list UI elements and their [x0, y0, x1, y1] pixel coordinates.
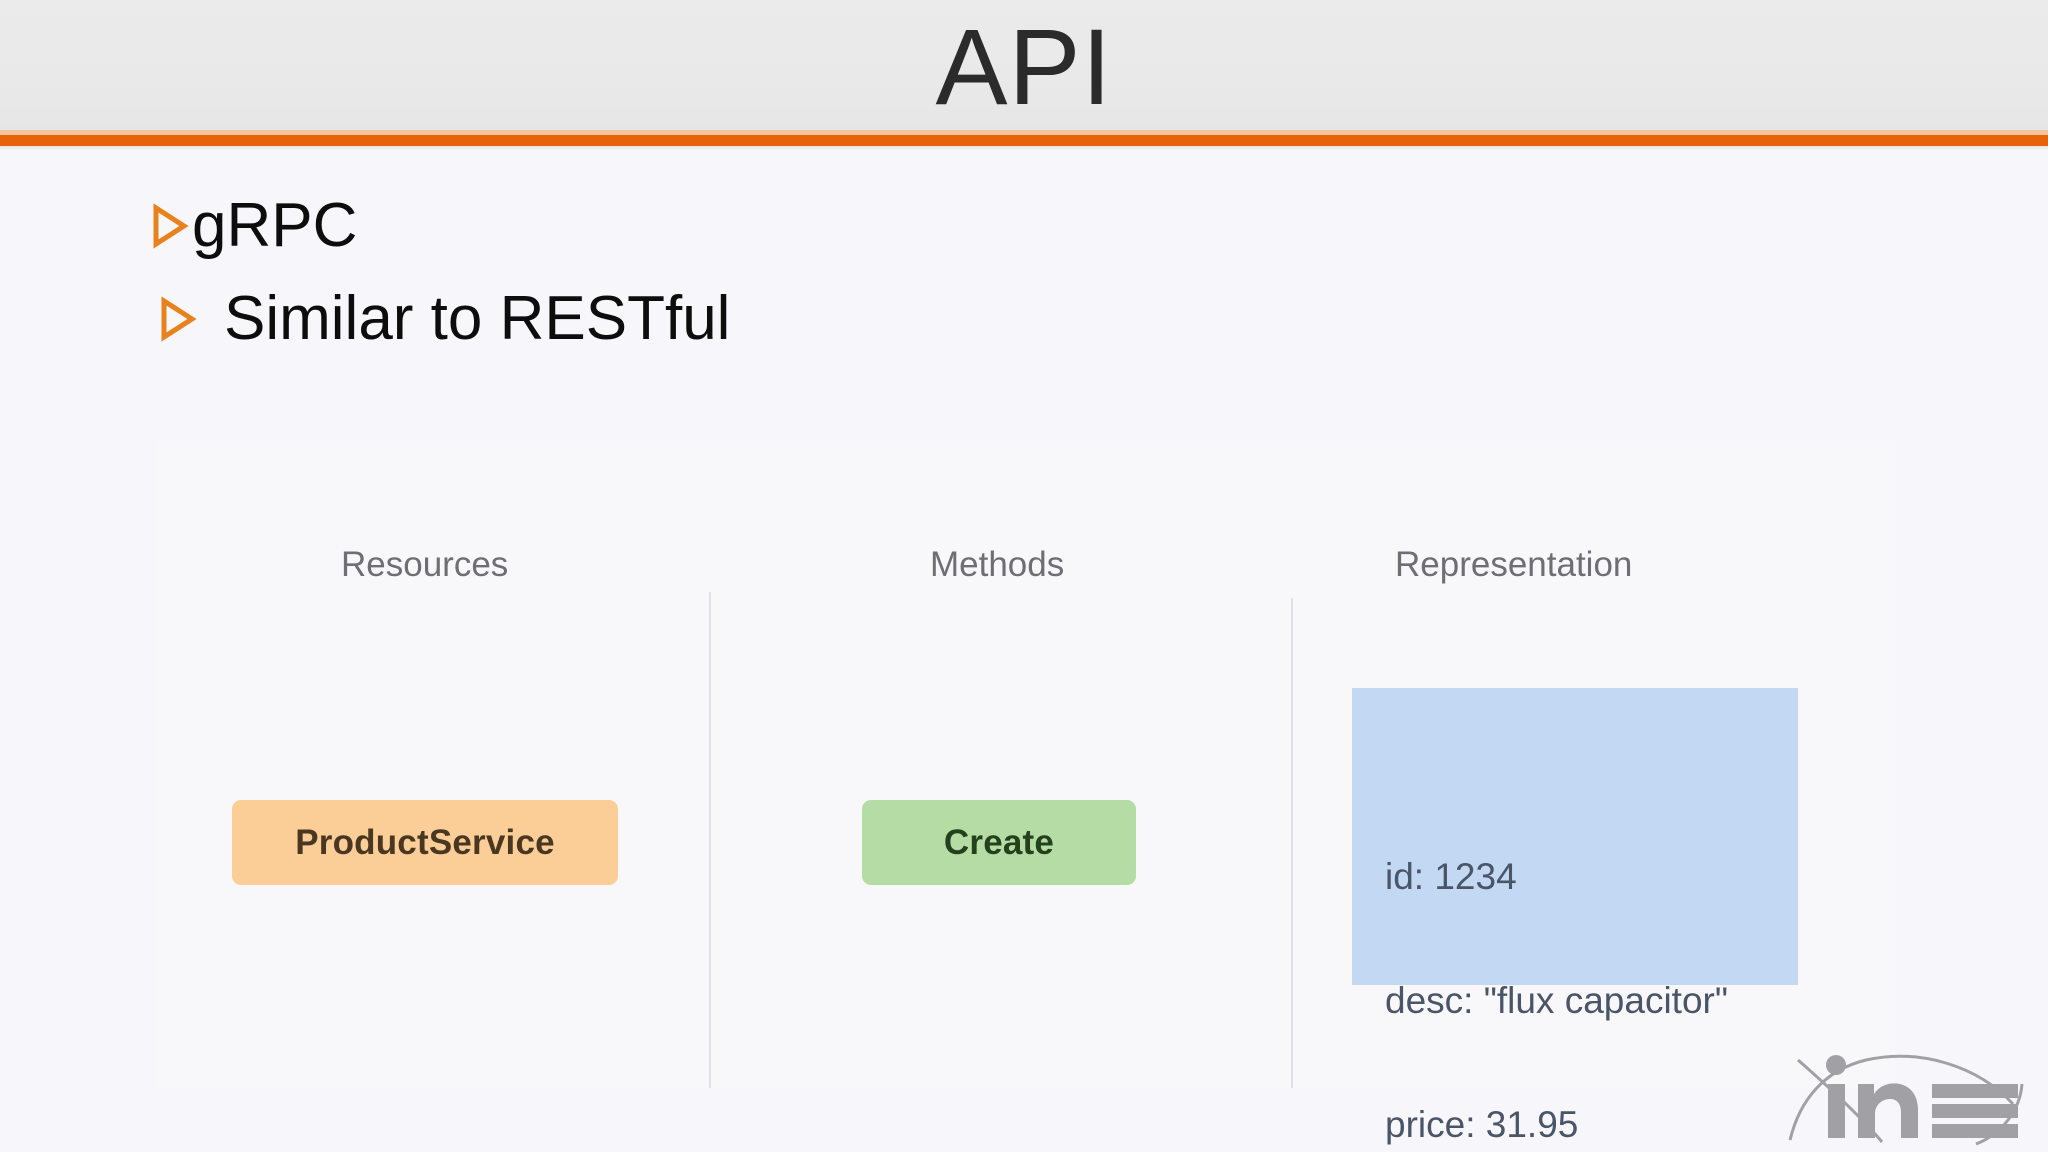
representation-box: id: 1234 desc: "flux capacitor" price: 3…: [1352, 688, 1798, 1144]
representation-line-desc: desc: "flux capacitor": [1385, 979, 1728, 1021]
representation-line-price: price: 31.95: [1385, 1103, 1579, 1145]
diagram-column-divider: [1291, 598, 1293, 1088]
bullet-list: gRPC Similar to RESTful: [150, 190, 1750, 354]
triangle-right-outline-icon: [150, 202, 190, 249]
list-item: gRPC: [150, 190, 1750, 261]
list-item-label: Similar to RESTful: [224, 284, 731, 353]
diagram-column-header-methods: Methods: [930, 545, 1065, 584]
list-item-label: gRPC: [192, 191, 358, 260]
title-rule-shadow: [0, 146, 2048, 150]
representation-body: id: 1234 desc: "flux capacitor" price: 3…: [1385, 777, 1728, 1152]
diagram-column-header-representation: Representation: [1395, 545, 1633, 584]
representation-line-id: id: 1234: [1385, 855, 1517, 897]
title-rule-highlight: [0, 130, 2048, 135]
ine-logo: [1770, 1044, 2040, 1148]
list-item: Similar to RESTful: [158, 283, 1750, 354]
api-concept-diagram: Resources Methods Representation Product…: [155, 440, 1895, 1144]
resource-pill: ProductService: [232, 800, 618, 885]
diagram-column-divider: [709, 592, 711, 1088]
slide-header-band: [0, 0, 2048, 134]
method-pill: Create: [862, 800, 1136, 885]
triangle-right-outline-icon: [158, 295, 198, 342]
title-rule-accent: [0, 135, 2048, 146]
page-title: API: [935, 6, 1113, 127]
diagram-column-header-resources: Resources: [341, 545, 509, 584]
